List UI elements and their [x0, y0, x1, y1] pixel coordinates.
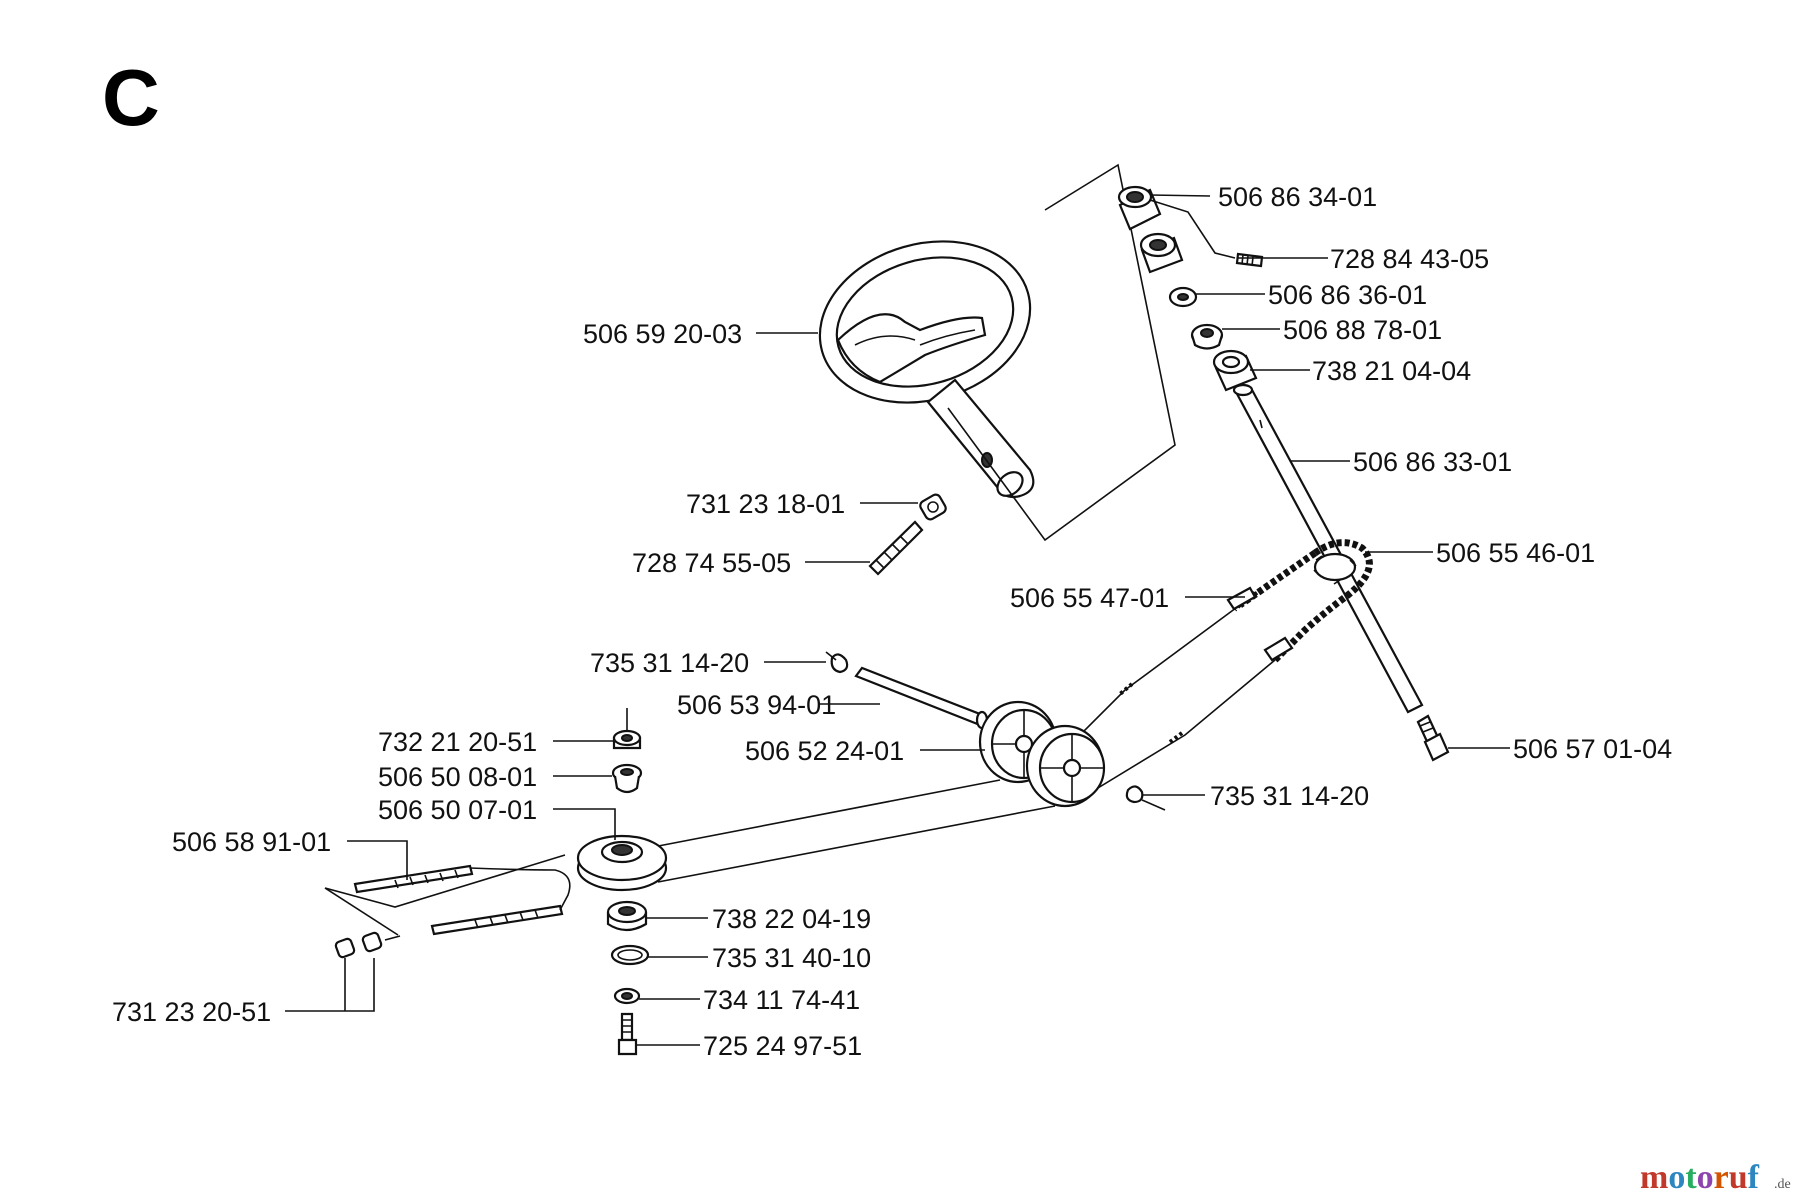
label-738-22-04-19: 738 22 04-19 — [712, 904, 871, 934]
label-506-88-78-01: 506 88 78-01 — [1283, 315, 1442, 345]
label-506-59-20-03: 506 59 20-03 — [583, 319, 742, 349]
bolt-725-24-97-51 — [617, 1012, 638, 1056]
nut-732-21-20-51 — [612, 729, 642, 750]
label-725-24-97-51: 725 24 97-51 — [703, 1031, 862, 1061]
nut-731-23-18-01 — [919, 493, 947, 521]
watermark-logo: motoruf .de — [1640, 1159, 1791, 1196]
nuts-731-23-20-51 — [334, 931, 401, 959]
label-731-23-18-01: 731 23 18-01 — [686, 489, 845, 519]
bolt-506-57-01-04 — [1416, 714, 1450, 762]
label-728-74-55-05: 728 74 55-05 — [632, 548, 791, 578]
pin-506-53-94-01 — [854, 666, 989, 730]
watermark-suffix: .de — [1774, 1177, 1791, 1192]
pulley-506-50-07-01 — [576, 834, 668, 892]
label-506-55-46-01: 506 55 46-01 — [1436, 538, 1595, 568]
bushing-506-86-34-01 — [1117, 185, 1162, 231]
shaft-506-86-33-01 — [1232, 383, 1424, 714]
explode-bracket — [947, 163, 1176, 542]
pulley-506-52-24-01-right — [1025, 724, 1106, 808]
label-728-84-43-05: 728 84 43-05 — [1330, 244, 1489, 274]
label-506-52-24-01: 506 52 24-01 — [745, 736, 904, 766]
bushing-506-50-08-01 — [611, 763, 643, 794]
section-letter: C — [102, 53, 160, 142]
label-506-86-33-01: 506 86 33-01 — [1353, 447, 1512, 477]
label-506-53-94-01: 506 53 94-01 — [677, 690, 836, 720]
washer-734-11-74-41 — [613, 987, 641, 1005]
bearing-738-21-04-04 — [1212, 349, 1258, 392]
bearing-738-22-04-19 — [606, 900, 648, 932]
label-506-55-47-01: 506 55 47-01 — [1010, 583, 1169, 613]
label-735-31-40-10: 735 31 40-10 — [712, 943, 871, 973]
setscrew-728-84-43-05 — [1235, 252, 1264, 268]
steering-wheel — [818, 240, 1035, 499]
watermark-brand: motoruf — [1640, 1159, 1760, 1196]
leader-lines — [285, 194, 1510, 1046]
label-506-50-07-01: 506 50 07-01 — [378, 795, 537, 825]
cables-506-55-47-01 — [1049, 586, 1294, 806]
label-506-50-08-01: 506 50 08-01 — [378, 762, 537, 792]
drive-belt — [647, 779, 1056, 883]
collar-506-86-34-01 — [1139, 232, 1184, 274]
washer-506-86-36-01 — [1168, 286, 1198, 308]
label-735-31-14-20-top: 735 31 14-20 — [590, 648, 749, 678]
label-735-31-14-20-lower: 735 31 14-20 — [1210, 781, 1369, 811]
label-506-86-34-01: 506 86 34-01 — [1218, 182, 1377, 212]
label-506-57-01-04: 506 57 01-04 — [1513, 734, 1672, 764]
label-506-86-36-01: 506 86 36-01 — [1268, 280, 1427, 310]
snap-ring-735-31-40-10 — [610, 944, 650, 966]
label-506-58-91-01: 506 58 91-01 — [172, 827, 331, 857]
label-732-21-20-51: 732 21 20-51 — [378, 727, 537, 757]
bushing-506-88-78-01 — [1190, 323, 1224, 350]
clip-735-31-14-20-lower — [1125, 785, 1166, 811]
rods-506-58-91-01 — [324, 854, 571, 936]
label-731-23-20-51: 731 23 20-51 — [112, 997, 271, 1027]
label-738-21-04-04: 738 21 04-04 — [1312, 356, 1471, 386]
sprocket-506-55-46-01 — [1313, 552, 1357, 585]
label-734-11-74-41: 734 11 74-41 — [703, 985, 860, 1015]
setscrew-728-74-55-05 — [868, 520, 924, 576]
clip-735-31-14-20-top — [825, 651, 849, 674]
